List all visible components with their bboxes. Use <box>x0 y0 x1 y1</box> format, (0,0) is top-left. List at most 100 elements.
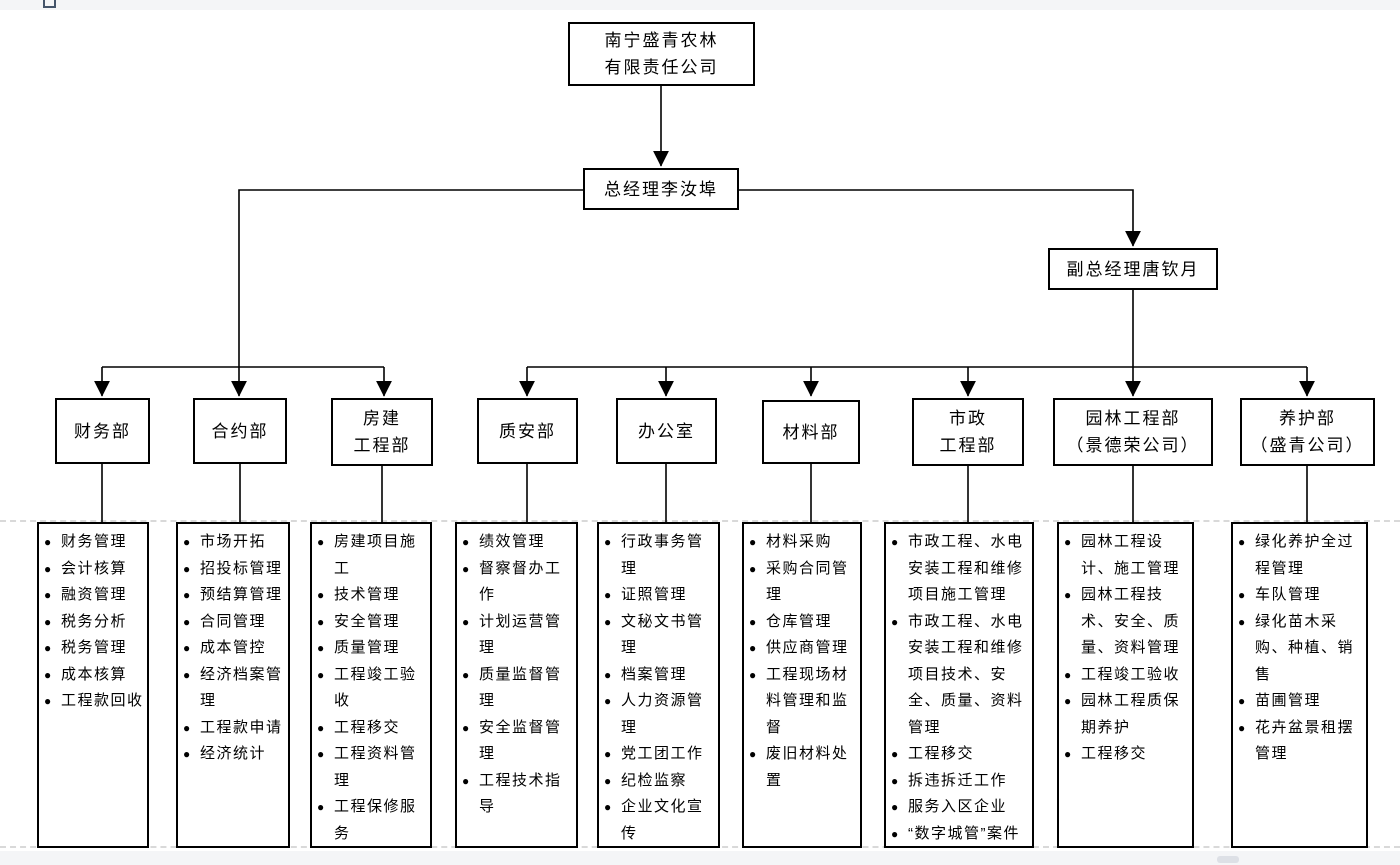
duty-item: ●人力资源管理 <box>604 688 716 741</box>
duty-item: ● 融资管理 <box>44 582 145 609</box>
duty-item: ●绩效管理 <box>462 529 574 556</box>
duty-item: ●税务管理 <box>44 635 145 662</box>
duty-text: 档案管理 <box>621 665 688 683</box>
duty-text: 采购合同管理 <box>766 559 849 604</box>
bullet-icon: ● <box>604 694 612 708</box>
duty-item: ●招投标管理 <box>183 556 286 583</box>
duty-text: 车队管理 <box>1255 586 1322 603</box>
bullet-icon: ● <box>604 614 612 629</box>
bullet-icon: ● <box>1064 588 1072 602</box>
dept-title: 市政 工程部 <box>939 409 997 455</box>
duty-list-materials: ●材料采购●采购合同管理●仓库管理●供应商管理●工程现场材料管理和监督●废旧材料… <box>742 522 862 848</box>
bullet-icon: ● <box>462 667 470 682</box>
duty-item: ●工程现场材料管理和监督 <box>749 662 858 742</box>
bullet-icon: ● <box>604 800 612 814</box>
duty-item: ● 花卉盆景租摆管理 <box>1238 715 1364 768</box>
duty-text: 园林工程技术、安全、质量、资料管理 <box>1081 586 1181 656</box>
bullet-icon: ● <box>891 826 899 841</box>
duty-item: ● 工程款申请 <box>183 715 286 742</box>
duty-item: ●财务管理 <box>44 529 145 556</box>
duty-text: 党工团工作 <box>621 745 704 762</box>
duty-text: “数字城管”案件处理 <box>908 824 1020 842</box>
duty-item: ●督察督办工作 <box>462 556 574 609</box>
duty-item: ●房建项目施工 <box>317 529 428 582</box>
dept-title: 园林工程部 （景德荣公司） <box>1066 409 1200 455</box>
duty-text: 花卉盆景租摆管理 <box>1255 718 1355 763</box>
dept-box-quality-safety: 质安部 <box>477 398 578 464</box>
duty-item: ● 成本核算 <box>44 662 145 689</box>
duty-list-office: ●行政事务管理●证照管理●文秘文书管理●档案管理●人力资源管理●党工团工作●纪检… <box>597 522 720 848</box>
bullet-icon: ● <box>891 535 899 549</box>
bullet-icon: ● <box>604 773 612 788</box>
bullet-icon: ● <box>604 747 612 761</box>
horizontal-scrollbar-thumb[interactable] <box>1217 856 1239 863</box>
bullet-icon: ● <box>462 614 470 629</box>
duty-item: ●合同管理 <box>183 609 286 636</box>
bullet-icon: ● <box>891 800 899 814</box>
bullet-icon: ● <box>44 641 52 655</box>
duty-list-finance: ●财务管理●会计核算●融资管理●税务分析●税务管理●成本核算●工程款回收 <box>37 522 149 848</box>
bullet-icon: ● <box>891 747 899 761</box>
duty-text: 工程竣工验收 <box>1081 665 1181 683</box>
duty-text: 工程款回收 <box>61 692 144 709</box>
dept-box-office: 办公室 <box>616 398 717 464</box>
bullet-icon: ● <box>44 535 52 549</box>
duty-item: ● “数字城管”案件处理 <box>891 821 1030 847</box>
dept-title: 财务部 <box>74 421 131 441</box>
dept-box-maintenance: 养护部 （盛青公司） <box>1240 398 1375 466</box>
duty-item: ●工程资料管理 <box>317 741 428 794</box>
bullet-icon: ● <box>183 720 191 735</box>
bullet-icon: ● <box>317 641 325 655</box>
duty-list-quality-safety: ●绩效管理●督察督办工作●计划运营管理●质量监督管理●安全监督管理●工程技术指导 <box>455 522 578 848</box>
duty-item: ● 档案管理 <box>604 662 716 689</box>
duty-item: ● 服务入区企业 <box>891 794 1030 821</box>
duty-text: 督察督办工作 <box>479 559 562 604</box>
duty-item: ●仓库管理 <box>749 609 858 636</box>
bullet-icon: ● <box>317 720 325 735</box>
duty-text: 行政事务管理 <box>621 533 704 577</box>
duty-item: ●园林工程设计、施工管理 <box>1064 529 1190 582</box>
duty-item: ●工程款回收 <box>44 688 145 715</box>
duty-item: ● 采购合同管理 <box>749 556 858 609</box>
duty-text: 服务入区企业 <box>908 798 1008 815</box>
duty-text: 供应商管理 <box>766 639 849 656</box>
duty-text: 市场开拓 <box>200 533 267 550</box>
duty-text: 税务分析 <box>61 612 128 630</box>
duty-text: 企业文化宣传 <box>621 798 704 842</box>
bullet-icon: ● <box>44 667 52 682</box>
duty-item: ● 行政事务管理 <box>604 529 716 582</box>
general-manager-box: 总经理李汝埠 <box>583 168 739 210</box>
duty-text: 安全管理 <box>334 612 401 630</box>
dept-title: 合约部 <box>211 421 269 441</box>
duty-item: ●市政工程、水电安装工程和维修项目施工管理 <box>891 529 1030 609</box>
duty-text: 工程技术指导 <box>479 771 562 816</box>
duty-item: ●工程技术指导 <box>462 768 574 821</box>
duty-text: 绿化苗木采购、种植、销售 <box>1255 612 1355 683</box>
bullet-icon: ● <box>604 535 612 549</box>
bullet-icon: ● <box>1238 720 1246 735</box>
duty-text: 工程移交 <box>334 718 401 736</box>
duty-item: ●经济档案管理 <box>183 662 286 715</box>
duty-list-housing-engineering: ●房建项目施工●技术管理●安全管理●质量管理●工程竣工验收●工程移交●工程资料管… <box>310 522 432 848</box>
duty-text: 融资管理 <box>61 586 128 603</box>
bullet-icon: ● <box>604 588 612 602</box>
dept-box-finance: 财务部 <box>55 398 150 464</box>
duty-text: 工程保修服务 <box>334 798 417 842</box>
duty-text: 文秘文书管理 <box>621 612 704 657</box>
duty-item: ●市场开拓 <box>183 529 286 556</box>
company-title: 南宁盛青农林 有限责任公司 <box>604 31 719 77</box>
duty-text: 质量监督管理 <box>479 665 562 710</box>
bullet-icon: ● <box>749 561 757 576</box>
duty-text: 工程资料管理 <box>334 745 417 789</box>
duty-item: ● 企业文化宣传 <box>604 794 716 846</box>
general-manager-title: 总经理李汝埠 <box>604 179 718 199</box>
duty-text: 园林工程设计、施工管理 <box>1081 533 1181 577</box>
bullet-icon: ● <box>44 588 52 602</box>
duty-text: 成本核算 <box>61 665 128 683</box>
dept-title: 材料部 <box>782 422 840 442</box>
deputy-general-manager-title: 副总经理唐钦月 <box>1066 259 1200 279</box>
bullet-icon: ● <box>604 667 612 682</box>
duty-text: 工程款申请 <box>200 718 283 736</box>
duty-text: 市政工程、水电安装工程和维修项目技术、安全、质量、资料管理 <box>908 612 1024 736</box>
bullet-icon: ● <box>749 614 757 629</box>
